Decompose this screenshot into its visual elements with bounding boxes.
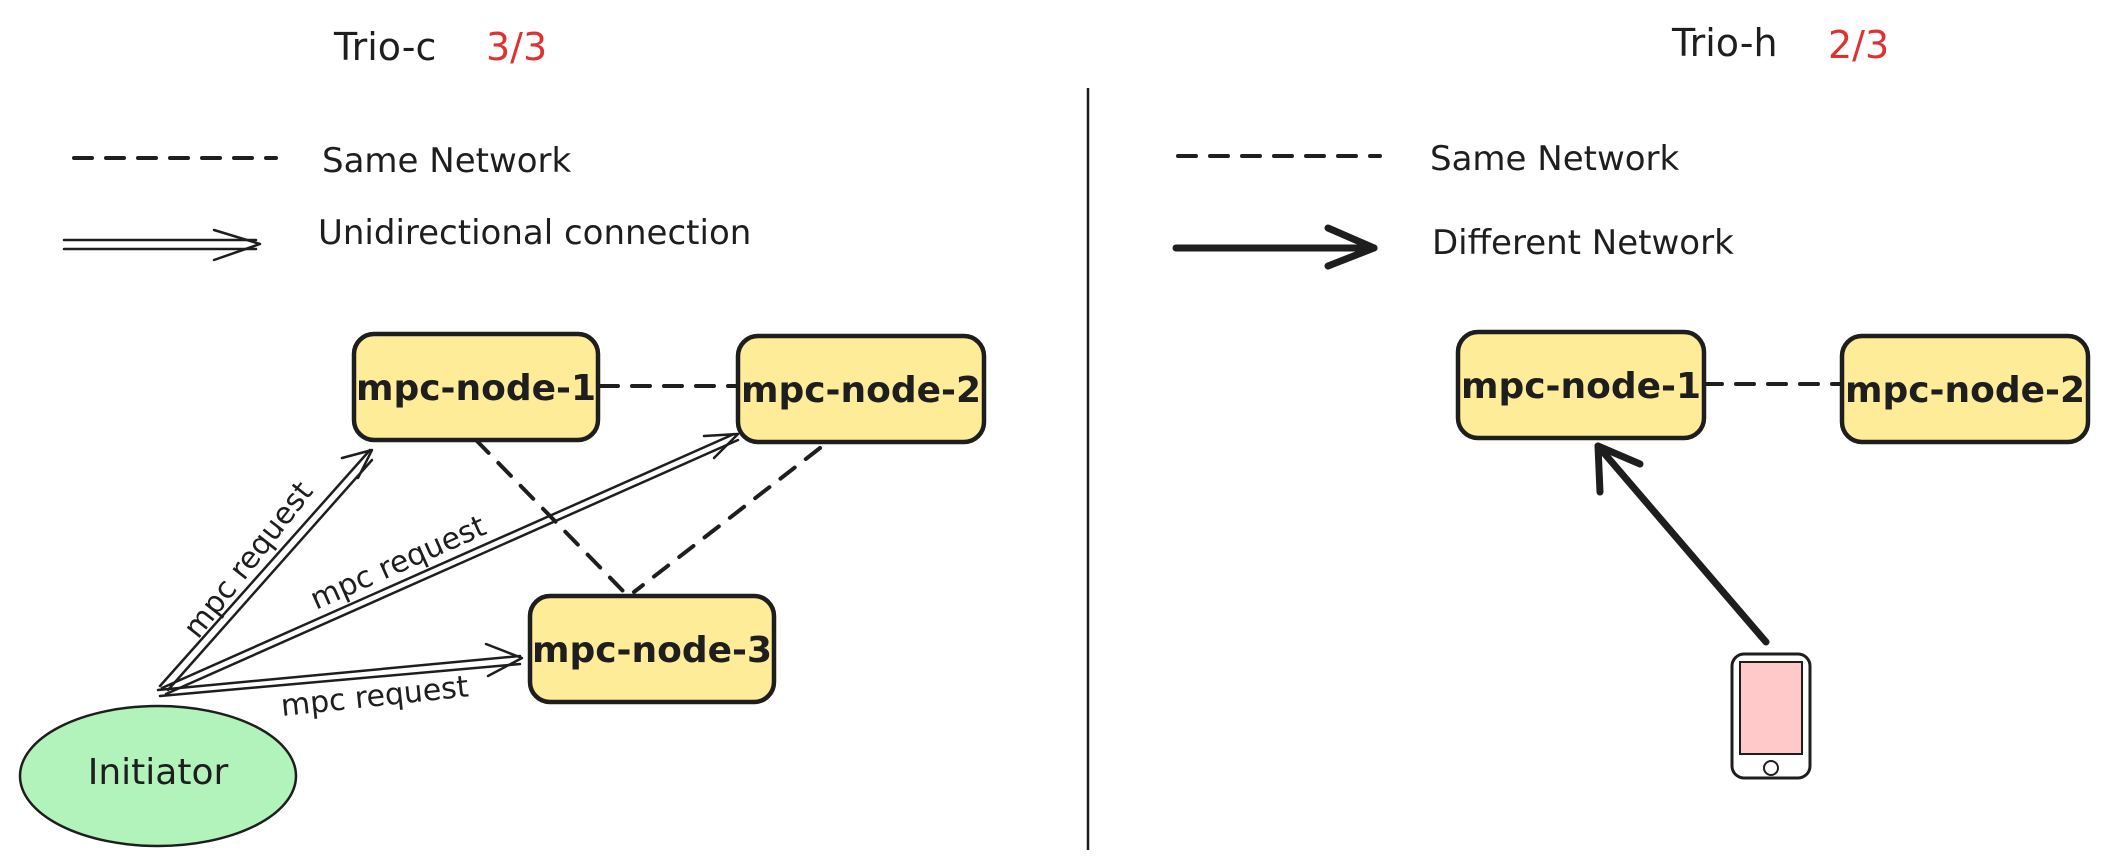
- arrow-initiator-to-node1: [158, 448, 374, 692]
- node-mpc-node-1: mpc-node-1: [1455, 329, 1707, 441]
- edge-node2-node3-dashed: [632, 446, 822, 594]
- legend-unidirectional-label: Unidirectional connection: [318, 213, 751, 253]
- node-initiator: Initiator: [18, 704, 298, 848]
- arrow-initiator-to-node2: [160, 432, 740, 696]
- phone-icon: [1730, 652, 1812, 780]
- node-mpc-node-3: mpc-node-3: [527, 593, 777, 705]
- trio-c-ratio: 3/3: [486, 25, 547, 69]
- node-label: mpc-node-2: [1845, 370, 2085, 411]
- legend-same-network-label: Same Network: [1430, 139, 1680, 179]
- node-mpc-node-2: mpc-node-2: [735, 333, 987, 445]
- legend-unidirectional-arrow: [62, 228, 262, 262]
- edge-label-to-node1: mpc request: [177, 475, 321, 645]
- trio-h-ratio: 2/3: [1828, 23, 1889, 67]
- trio-c-title: Trio-c: [333, 25, 436, 69]
- node-label: mpc-node-1: [356, 368, 596, 409]
- trio-h-title: Trio-h: [1671, 21, 1778, 65]
- node-label: mpc-node-3: [532, 630, 772, 671]
- legend-different-network-arrow: [1172, 224, 1378, 270]
- legend-different-network-label: Different Network: [1432, 223, 1734, 263]
- node-mpc-node-2: mpc-node-2: [1839, 333, 2091, 445]
- legend-same-network-label: Same Network: [322, 141, 572, 181]
- node-label: mpc-node-2: [741, 370, 981, 411]
- initiator-label: Initiator: [88, 752, 229, 793]
- arrow-initiator-to-node3: [156, 642, 524, 698]
- node-label: mpc-node-1: [1461, 366, 1701, 407]
- arrow-phone-to-node1: [1594, 442, 1770, 646]
- node-mpc-node-1: mpc-node-1: [351, 331, 601, 443]
- trio-c-panel: Trio-c 3/3 Same Network Unidirectional c…: [18, 25, 987, 848]
- trio-h-panel: Trio-h 2/3 Same Network Different Networ…: [1172, 21, 2091, 780]
